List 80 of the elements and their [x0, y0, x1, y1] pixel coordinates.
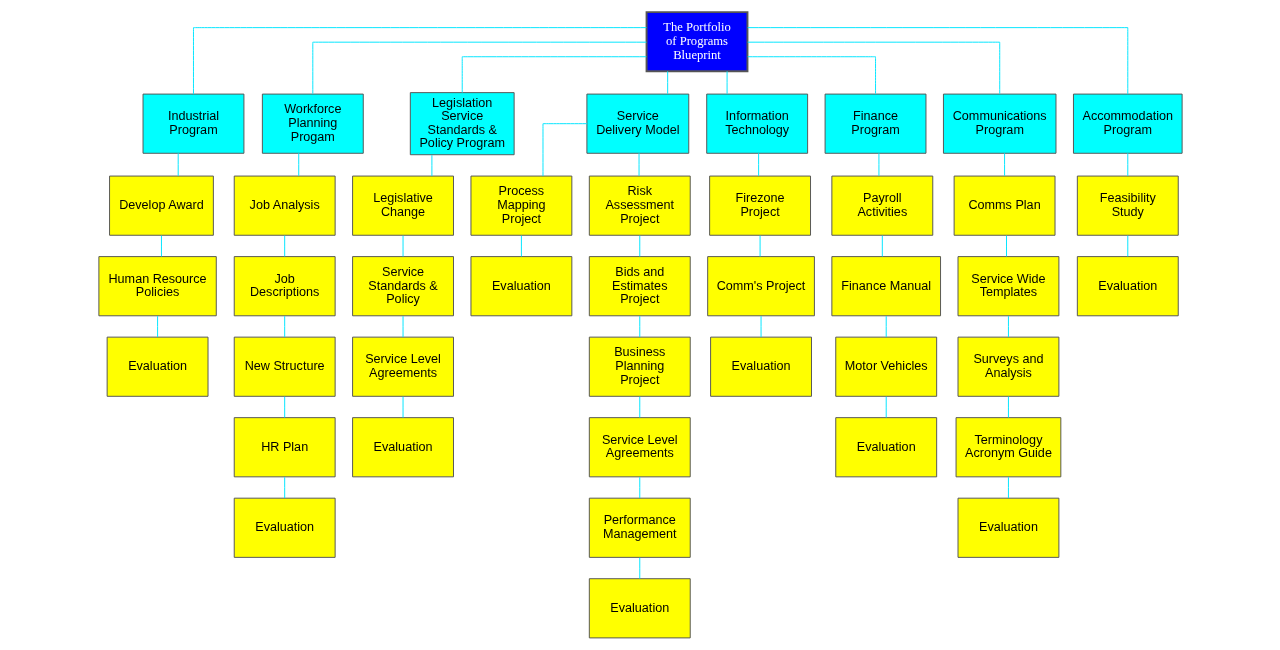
connector — [283, 396, 285, 418]
node-box: Accommodation Program — [1072, 93, 1183, 154]
node-box: Comms Plan — [953, 175, 1055, 236]
connector — [638, 152, 640, 177]
connector — [283, 315, 285, 338]
connector — [726, 70, 728, 95]
node-box: Information Technology — [705, 93, 808, 154]
node-box: Evaluation — [1076, 256, 1179, 317]
node-box: Service Level Agreements — [351, 336, 454, 397]
node-box: Evaluation — [469, 256, 572, 317]
connector — [156, 315, 158, 338]
node-box: Job Descriptions — [233, 256, 336, 317]
node-box: Evaluation — [709, 336, 812, 397]
node-box: Evaluation — [106, 336, 208, 397]
node-box: Service Wide Templates — [957, 256, 1059, 317]
node-box: Feasibility Study — [1076, 175, 1179, 236]
node-box: Evaluation — [233, 497, 336, 558]
connector — [638, 315, 640, 338]
node-box: Bids and Estimates Project — [588, 256, 691, 317]
node-box: HR Plan — [233, 417, 336, 478]
connector — [430, 154, 432, 177]
connector — [283, 476, 285, 499]
node-box: Workforce Planning Progam — [261, 93, 364, 154]
node-box: Performance Management — [588, 497, 691, 558]
node-box: Develop Award — [108, 175, 214, 236]
connector — [1007, 315, 1009, 338]
node-box: Evaluation — [957, 497, 1059, 558]
node-box: Risk Assessment Project — [588, 175, 691, 236]
node-box: Evaluation — [588, 578, 691, 639]
node-box: Firezone Project — [708, 175, 811, 236]
connector — [757, 152, 759, 177]
node-box: Motor Vehicles — [834, 336, 937, 397]
node-box: Legislative Change — [351, 175, 454, 236]
node-box: Evaluation — [834, 417, 937, 478]
node-box: Terminology Acronym Guide — [955, 417, 1061, 478]
node-box: Service Level Agreements — [588, 417, 691, 478]
node-box: Business Planning Project — [588, 336, 691, 397]
node-box: Job Analysis — [233, 175, 336, 236]
connector — [1126, 152, 1128, 177]
connector — [1003, 152, 1005, 177]
connector — [638, 476, 640, 499]
connector — [520, 235, 522, 257]
connector — [192, 27, 647, 95]
connector — [283, 235, 285, 257]
connector — [885, 315, 887, 338]
connector — [885, 396, 887, 418]
connector — [311, 41, 647, 95]
node-box: Finance Program — [824, 93, 926, 154]
connector — [746, 41, 1000, 95]
node-box: New Structure — [233, 336, 336, 397]
node-box: Industrial Program — [142, 93, 244, 154]
node-box: The Portfolio of Programs Blueprint — [645, 11, 748, 73]
connector — [542, 123, 587, 177]
connector — [1005, 235, 1007, 257]
connector — [1007, 396, 1009, 418]
connector — [666, 70, 668, 95]
node-box: Service Standards & Policy — [351, 256, 454, 317]
connector — [461, 56, 647, 94]
node-box: Payroll Activities — [830, 175, 933, 236]
connector — [160, 235, 162, 257]
node-box: Surveys and Analysis — [957, 336, 1059, 397]
node-box: Legislation Service Standards & Policy Program — [409, 92, 515, 156]
connector — [1126, 235, 1128, 257]
node-box: Process Mapping Project — [469, 175, 572, 236]
connector — [638, 235, 640, 257]
connector — [881, 235, 883, 257]
connector — [877, 152, 879, 177]
node-box: Finance Manual — [830, 256, 941, 317]
connector — [746, 56, 876, 95]
connector — [297, 152, 299, 177]
connector — [177, 152, 179, 177]
connector — [1007, 476, 1009, 499]
node-box: Evaluation — [351, 417, 454, 478]
node-box: Communications Program — [942, 93, 1056, 154]
connector — [638, 396, 640, 418]
connector — [746, 27, 1128, 95]
node-box: Comm's Project — [706, 256, 815, 317]
node-box: Human Resource Policies — [97, 256, 217, 317]
node-box: Service Delivery Model — [585, 93, 689, 154]
connector — [638, 557, 640, 580]
